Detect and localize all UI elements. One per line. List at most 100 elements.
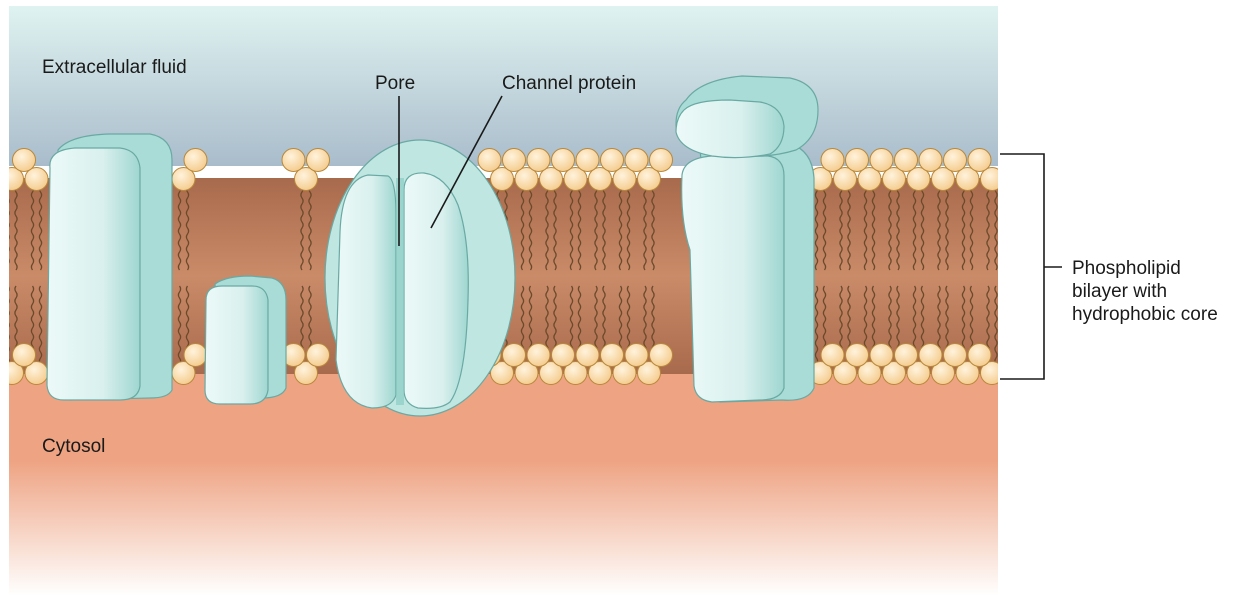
cytosol-region — [9, 370, 998, 595]
lipid-tail — [651, 185, 655, 271]
phospholipid-head — [514, 167, 539, 191]
phospholipid-head — [306, 343, 330, 367]
phospholipid-head — [894, 343, 918, 367]
phospholipid-head — [526, 148, 551, 172]
lipid-tail — [618, 185, 623, 271]
phospholipid-head — [12, 148, 36, 172]
lipid-tail — [177, 185, 182, 271]
lipid-tail — [185, 185, 190, 271]
lipid-tail — [994, 285, 998, 371]
phospholipid-head — [906, 361, 931, 385]
lipid-tail — [912, 185, 917, 271]
lipid-tail — [9, 186, 10, 264]
extracellular-region — [9, 6, 998, 166]
phospholipid-head — [281, 148, 306, 172]
phospholipid-head — [526, 343, 551, 367]
phospholipid-head — [943, 148, 967, 172]
phospholipid-head — [514, 361, 539, 385]
lipid-tail — [822, 185, 827, 271]
bilayer-label-line-3: hydrophobic core — [1072, 304, 1218, 326]
phospholipid-head — [980, 361, 998, 385]
phospholipid-head — [869, 343, 894, 367]
extracellular-fluid-label: Extracellular fluid — [42, 57, 187, 78]
phospholipid-head — [612, 167, 637, 191]
phospholipid-head — [612, 361, 637, 385]
lipid-tail — [38, 185, 43, 271]
phospholipid-head — [955, 167, 980, 191]
phospholipid-head — [551, 148, 575, 172]
bilayer-label-line-2: bilayer with — [1072, 281, 1168, 303]
phospholipid-head — [980, 167, 998, 191]
lipid-tail — [937, 185, 941, 271]
phospholipid-head — [12, 343, 36, 367]
phospholipid-head — [24, 167, 49, 191]
phospholipid-head — [882, 167, 906, 191]
phospholipid-head — [183, 148, 208, 172]
phospholipid-head — [563, 167, 588, 191]
lipid-tail — [920, 185, 925, 271]
channel-protein — [324, 139, 516, 417]
phospholipid-head — [575, 148, 600, 172]
lipid-tail — [986, 185, 990, 271]
lipid-tail — [594, 185, 598, 271]
phospholipid-head — [624, 148, 649, 172]
integral-protein-left — [46, 133, 173, 401]
lipid-tail — [9, 286, 10, 364]
lipid-tail — [520, 185, 525, 271]
phospholipid-head — [857, 167, 882, 191]
phospholipid-head — [845, 148, 869, 172]
phospholipid-head — [502, 148, 526, 172]
phospholipid-head — [931, 167, 955, 191]
phospholipid-head — [833, 361, 857, 385]
lipid-tail — [577, 185, 582, 271]
lipid-tail — [839, 185, 843, 271]
lipid-tail — [14, 185, 18, 271]
lipid-tail — [961, 185, 966, 271]
phospholipid-head — [857, 361, 882, 385]
phospholipid-head — [477, 148, 502, 172]
lipid-heads-outer-leaflet — [9, 148, 998, 191]
phospholipid-head — [918, 148, 943, 172]
lipid-tail — [626, 185, 631, 271]
lipid-tail — [308, 185, 312, 271]
lipid-tail — [177, 285, 182, 371]
lipid-heads-inner-leaflet — [9, 343, 998, 385]
cytosol-label: Cytosol — [42, 436, 106, 457]
phospholipid-head — [9, 167, 24, 191]
lipid-tail — [38, 285, 43, 371]
phospholipid-head — [490, 361, 514, 385]
lipid-tail — [300, 185, 304, 271]
glycoprotein-right — [675, 75, 819, 403]
lipid-tail — [847, 185, 851, 271]
phospholipid-head — [894, 148, 918, 172]
lipid-tail — [602, 185, 606, 271]
phospholipid-bilayer-label: Phospholipid bilayer with hydrophobic co… — [1072, 257, 1218, 327]
peripheral-protein-inner — [204, 275, 287, 405]
lipid-tail — [871, 185, 876, 271]
phospholipid-head — [845, 343, 869, 367]
lipid-tail — [814, 185, 819, 271]
phospholipid-head — [649, 148, 673, 172]
channel-protein-label: Channel protein — [502, 73, 637, 94]
phospholipid-head — [906, 167, 931, 191]
phospholipid-head — [931, 361, 955, 385]
phospholipid-head — [575, 343, 600, 367]
lipid-tail — [30, 185, 35, 271]
phospholipid-head — [649, 343, 673, 367]
bilayer-label-line-1: Phospholipid — [1072, 258, 1181, 279]
lipid-tail — [643, 185, 647, 271]
lipid-tail — [969, 185, 974, 271]
phospholipid-head — [624, 343, 649, 367]
phospholipid-head — [306, 148, 330, 172]
lipid-tail — [888, 185, 892, 271]
phospholipid-head — [588, 361, 612, 385]
phospholipid-head — [882, 361, 906, 385]
leader-lines — [398, 95, 503, 246]
lipid-tail — [545, 185, 549, 271]
bilayer-bracket — [1000, 153, 1062, 380]
phospholipid-head — [820, 343, 845, 367]
lipid-tail — [896, 185, 900, 271]
phospholipid-head — [833, 167, 857, 191]
lipid-tail — [863, 185, 868, 271]
